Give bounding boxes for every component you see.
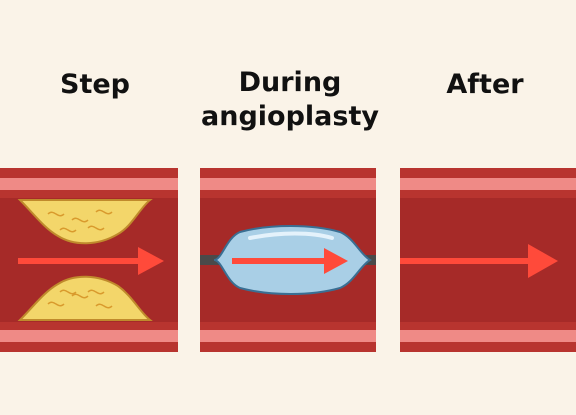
vessel-wall-layer-top [0, 178, 178, 190]
vessel-wall-layer-bottom [0, 330, 178, 342]
flow-arrow-icon [400, 244, 558, 278]
panel-during-angioplasty [200, 168, 376, 352]
plaque-texture-top [47, 209, 113, 233]
plaque-texture-bottom [47, 289, 113, 309]
flow-arrow-icon [18, 247, 164, 275]
artery-diagram-during [200, 168, 376, 352]
title-during-line1: During [238, 67, 342, 98]
title-during-line2: angioplasty [201, 101, 379, 132]
balloon-highlight [248, 231, 334, 240]
vessel-wall-layer-bottom [200, 330, 376, 342]
artery-diagram-step [0, 168, 178, 352]
bottom-cutoff-text [60, 402, 530, 415]
flow-arrow-icon [232, 248, 348, 274]
vessel-wall-layer-top [400, 178, 576, 190]
panel-narrowed-artery [0, 168, 178, 352]
title-step: Step [60, 69, 130, 100]
vessel-wall-layer-bottom [400, 330, 576, 342]
vessel-wall-layer-top [200, 178, 376, 190]
title-after: After [446, 69, 524, 100]
panel-after [400, 168, 576, 352]
artery-diagram-after [400, 168, 576, 352]
title-during-angioplasty: During angioplasty [190, 66, 390, 134]
